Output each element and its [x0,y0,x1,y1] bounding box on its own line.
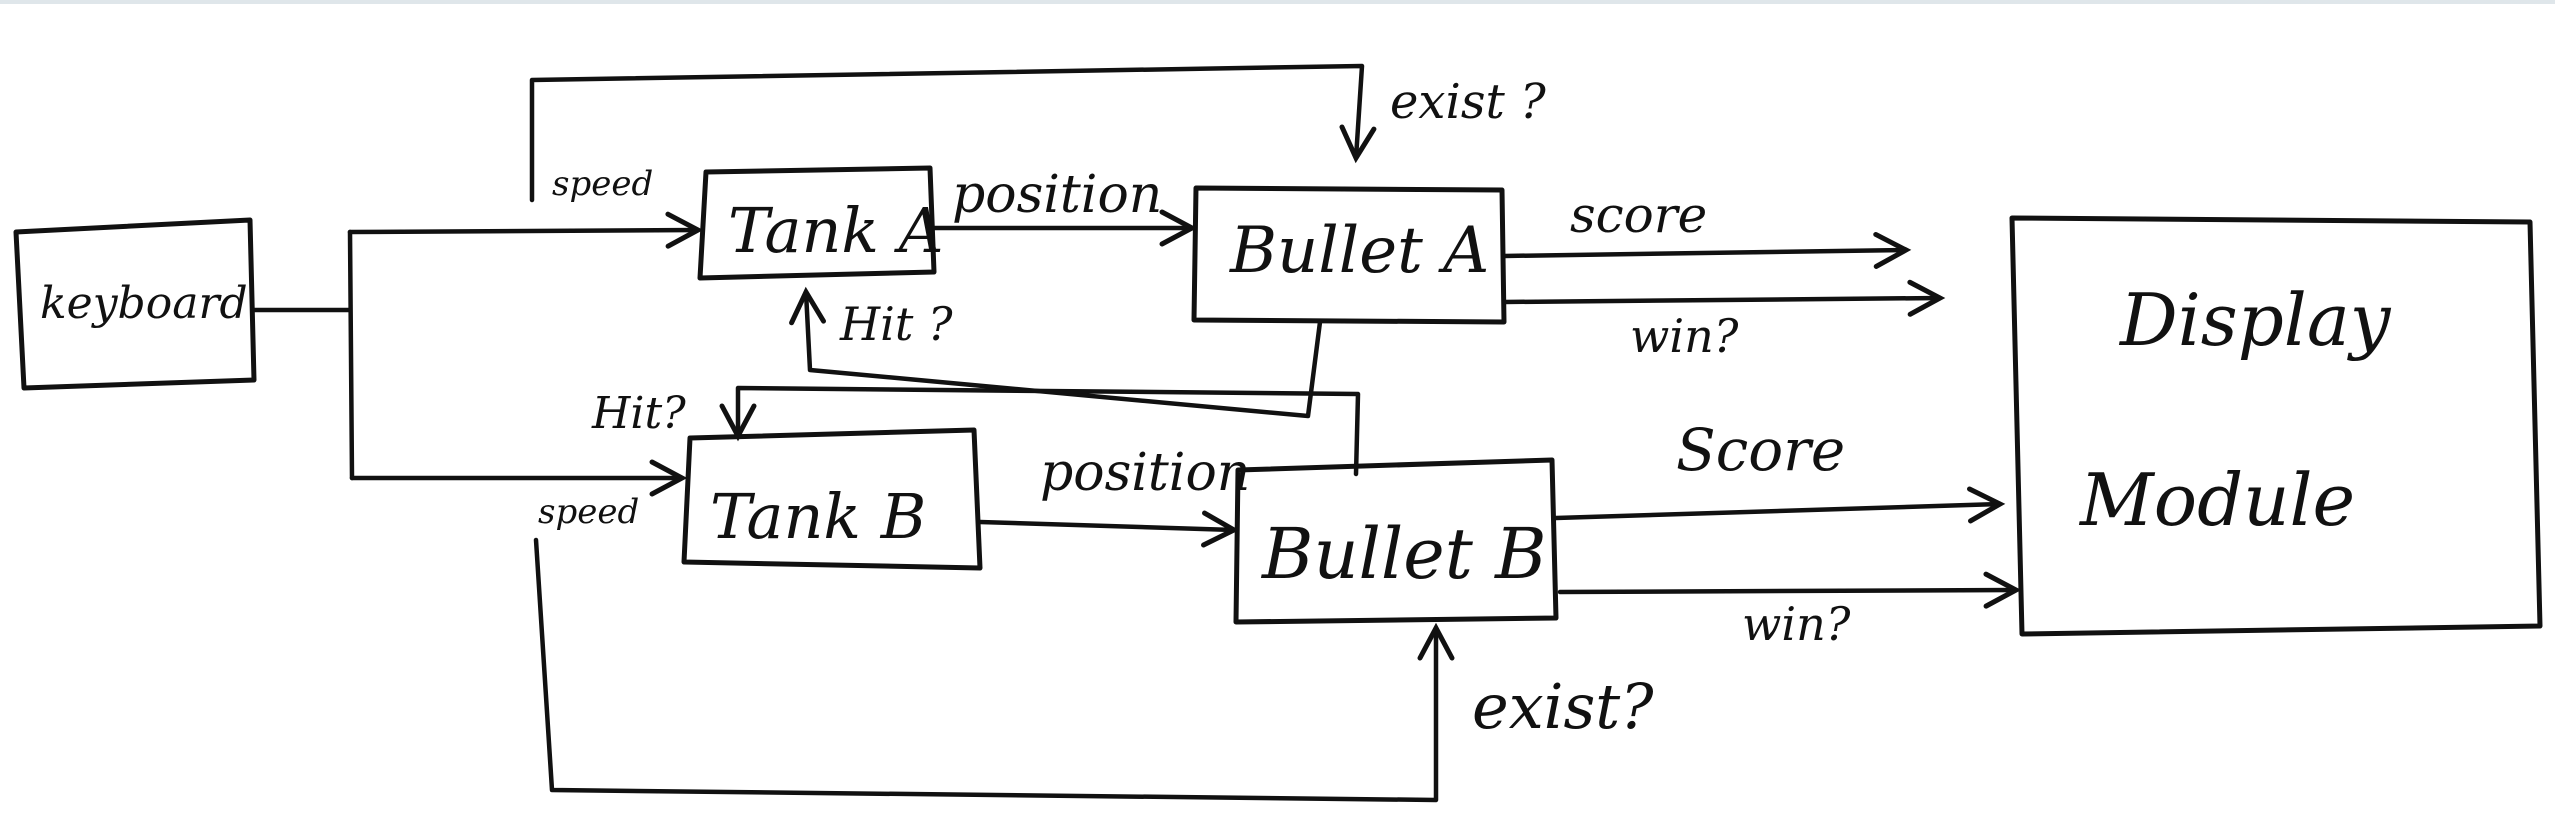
edge-speed-b: speed [349,459,688,532]
bullet-b-label: Bullet B [1260,513,1547,595]
bullet-a-box: Bullet A [1191,185,1507,325]
edge-score-a: score [1501,186,1912,269]
display-label-line1: Display [2118,278,2392,362]
keyboard-to-tanks-connector [251,229,355,481]
exist-a-label: exist ? [1390,74,1546,130]
display-module-box: Display Module [2009,215,2543,637]
tank-b-box: Tank B [681,427,983,571]
edge-exist-b: exist? [533,537,1654,803]
edge-speed-a: speed [347,164,704,249]
edge-position-b: position [977,443,1250,548]
tank-a-box: Tank A [697,165,944,281]
win-b-label: win? [1742,597,1851,651]
keyboard-box: keyboard [13,217,257,391]
edge-hit-a: Hit ? [789,286,1323,419]
edge-position-a: position [931,165,1198,247]
keyboard-label: keyboard [40,278,248,329]
edge-exist-a: exist ? [529,63,1546,203]
edge-win-b: win? [1557,571,2022,651]
bullet-a-label: Bullet A [1229,214,1489,288]
display-label-line2: Module [2078,458,2355,542]
position-b-label: position [1040,443,1250,503]
exist-b-label: exist? [1472,670,1654,743]
score-b-label: Score [1676,416,1845,484]
hit-a-label: Hit ? [839,297,953,351]
edge-hit-b: Hit? [591,385,1361,477]
edge-score-b: Score [1553,416,2006,524]
window-top-edge [0,0,2555,4]
edge-win-a: win? [1501,279,1946,363]
bullet-b-box: Bullet B [1233,457,1559,625]
speed-a-label: speed [552,164,653,204]
tank-a-label: Tank A [728,194,944,267]
position-a-label: position [952,165,1162,225]
hit-b-label: Hit? [591,388,686,439]
score-a-label: score [1570,186,1707,244]
win-a-label: win? [1630,309,1739,363]
speed-b-label: speed [538,492,639,532]
tank-b-label: Tank B [710,480,926,553]
